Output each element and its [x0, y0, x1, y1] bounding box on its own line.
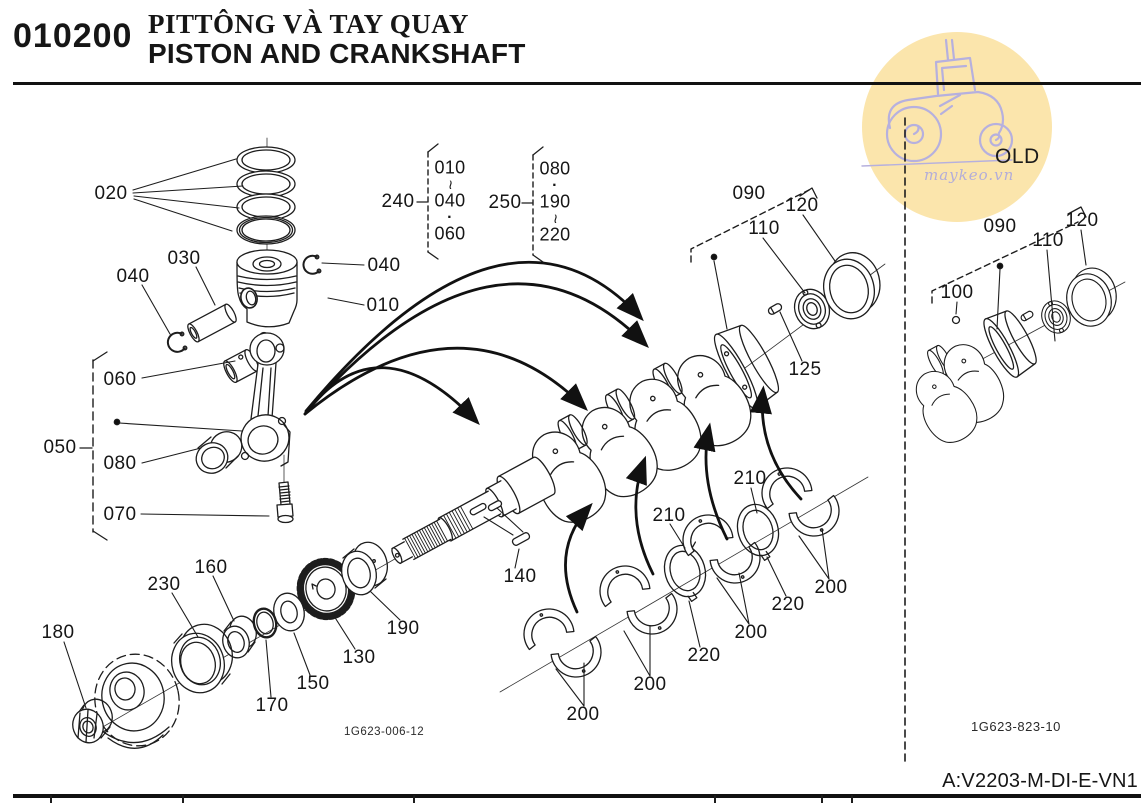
piston-assembly: [166, 146, 322, 524]
callout-120: 120: [785, 195, 819, 216]
small-end-bushing: [223, 348, 259, 384]
oil-seal-230: [171, 623, 233, 694]
shaft-key: [511, 532, 531, 546]
callout-140: 140: [503, 566, 537, 587]
connecting-rod: [240, 331, 291, 467]
model-reference: A:V2203-M-DI-E-VN1: [942, 770, 1138, 792]
callout-200: 200: [734, 622, 768, 643]
group-250-item-3: ~: [546, 213, 565, 224]
group-240-item-2: 040: [434, 190, 466, 211]
assembly-arrows: [303, 260, 803, 614]
callout-200: 200: [633, 674, 667, 695]
crankshaft: [391, 324, 780, 565]
old-crankshaft: [902, 262, 1124, 452]
callout-030: 030: [167, 248, 201, 269]
washer-150: [273, 592, 305, 632]
callout-110: 110: [1032, 230, 1064, 251]
callout-125: 125: [788, 359, 822, 380]
leader-lines: [63, 158, 1087, 709]
callout-210: 210: [733, 468, 767, 489]
callout-060: 060: [103, 369, 137, 390]
callout-200: 200: [566, 704, 600, 725]
group-brackets: [79, 143, 1087, 541]
callout-250: 250: [488, 192, 522, 213]
callout-220: 220: [687, 645, 721, 666]
diagram-code-right: 1G623-823-10: [971, 719, 1061, 734]
callout-080: 080: [103, 453, 137, 474]
bearing-ring-190: [341, 541, 388, 596]
callout-190: 190: [386, 618, 420, 639]
callout-090: 090: [732, 183, 766, 204]
callout-120: 120: [1065, 210, 1099, 231]
callout-180: 180: [41, 622, 75, 643]
crank-pulley: [94, 653, 180, 749]
header-rule: [13, 82, 1141, 85]
callout-150: 150: [296, 673, 330, 694]
plug-100: [951, 315, 961, 325]
piston: [236, 249, 298, 328]
callout-240: 240: [381, 191, 415, 212]
callout-220: 220: [771, 594, 805, 615]
callout-040: 040: [367, 255, 401, 276]
collar-160: [222, 615, 257, 659]
callout-070: 070: [103, 504, 137, 525]
callout-130: 130: [342, 647, 376, 668]
big-end-bearing: [195, 431, 243, 474]
page-title-english: PISTON AND CRANKSHAFT: [148, 38, 526, 69]
callout-210: 210: [652, 505, 686, 526]
group-250-item-2: 190: [539, 191, 571, 212]
bottom-table-edge: [13, 794, 1141, 803]
diagram-code-left: 1G623-006-12: [344, 726, 425, 738]
callout-100: 100: [940, 282, 974, 303]
watermark-brand-text: maykeo.vn: [924, 166, 1015, 184]
callout-010: 010: [366, 295, 400, 316]
callout-170: 170: [255, 695, 289, 716]
callout-200: 200: [814, 577, 848, 598]
page-title-vietnamese: PITTÔNG VÀ TAY QUAY: [148, 9, 469, 39]
pulley-nut: [72, 698, 113, 744]
piston-rings: [236, 146, 296, 245]
pulley-group: [72, 541, 388, 749]
page-code: 010200: [13, 17, 133, 55]
callout-020: 020: [94, 183, 128, 204]
old-section-label: OLD: [995, 145, 1040, 168]
callout-040: 040: [116, 266, 150, 287]
snap-ring-left: [166, 331, 188, 353]
callout-230: 230: [147, 574, 181, 595]
callout-050: 050: [43, 437, 77, 458]
watermark-logo: [861, 32, 1052, 222]
rod-bolt: [276, 481, 294, 524]
callout-160: 160: [194, 557, 228, 578]
snap-ring-right: [302, 254, 322, 275]
callout-110: 110: [748, 218, 780, 239]
group-240-item-1: ~: [441, 179, 460, 190]
group-240-item-4: 060: [434, 223, 466, 244]
group-250-item-0: 080: [539, 158, 571, 179]
callout-090: 090: [983, 216, 1017, 237]
group-240-item-0: 010: [434, 157, 466, 178]
group-250-item-4: 220: [539, 224, 571, 245]
piston-pin: [187, 303, 237, 343]
group-240-item-3: ·: [447, 208, 453, 226]
group-250-item-1: ·: [552, 176, 558, 194]
